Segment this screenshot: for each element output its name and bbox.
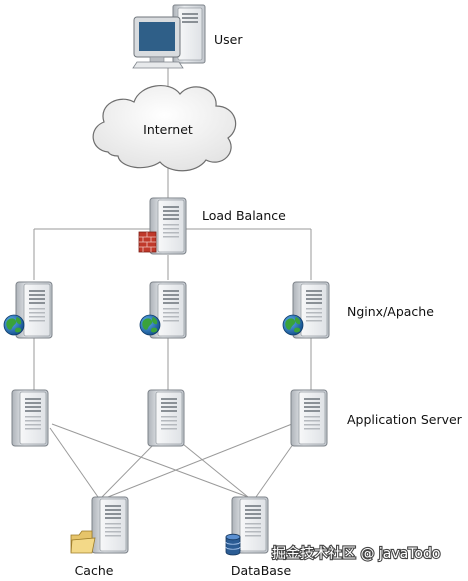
link-app-left-db bbox=[51, 423, 249, 498]
link-app-right-cache bbox=[107, 423, 293, 498]
app-tier-label: Application Server bbox=[347, 412, 463, 427]
cache-label: Cache bbox=[75, 563, 114, 578]
app-server-right bbox=[290, 389, 328, 447]
web-server-left bbox=[3, 281, 53, 339]
web-tier-label: Nginx/Apache bbox=[347, 304, 434, 319]
connections bbox=[33, 62, 312, 498]
link-app-mid-cache bbox=[101, 439, 159, 498]
desktop-computer-icon bbox=[132, 4, 206, 69]
firewall-icon bbox=[138, 231, 157, 253]
link-app-right-db bbox=[255, 439, 297, 498]
app-server-left bbox=[11, 389, 49, 447]
internet-node: Internet bbox=[92, 85, 237, 172]
folder-icon bbox=[70, 530, 96, 554]
database-icon bbox=[225, 533, 241, 556]
internet-label: Internet bbox=[143, 122, 193, 137]
watermark: 掘金技术社区 @ javaTodo bbox=[272, 546, 440, 562]
link-app-left-cache bbox=[49, 427, 99, 498]
user-node: User bbox=[132, 4, 243, 69]
globe-icon bbox=[3, 314, 25, 336]
database-label: DataBase bbox=[231, 563, 292, 578]
app-server-middle bbox=[147, 389, 185, 447]
web-server-middle bbox=[139, 281, 187, 339]
globe-icon bbox=[282, 314, 304, 336]
cache-server-icon bbox=[91, 496, 129, 554]
database-node: DataBase bbox=[225, 496, 292, 578]
globe-icon bbox=[139, 314, 161, 336]
cache-node: Cache bbox=[70, 496, 129, 578]
cloud-icon bbox=[92, 85, 237, 172]
link-app-mid-db bbox=[177, 439, 249, 498]
web-server-right bbox=[282, 281, 330, 339]
user-label: User bbox=[214, 32, 243, 47]
load-balancer-node: Load Balance bbox=[138, 197, 286, 255]
load-balance-label: Load Balance bbox=[202, 208, 286, 223]
